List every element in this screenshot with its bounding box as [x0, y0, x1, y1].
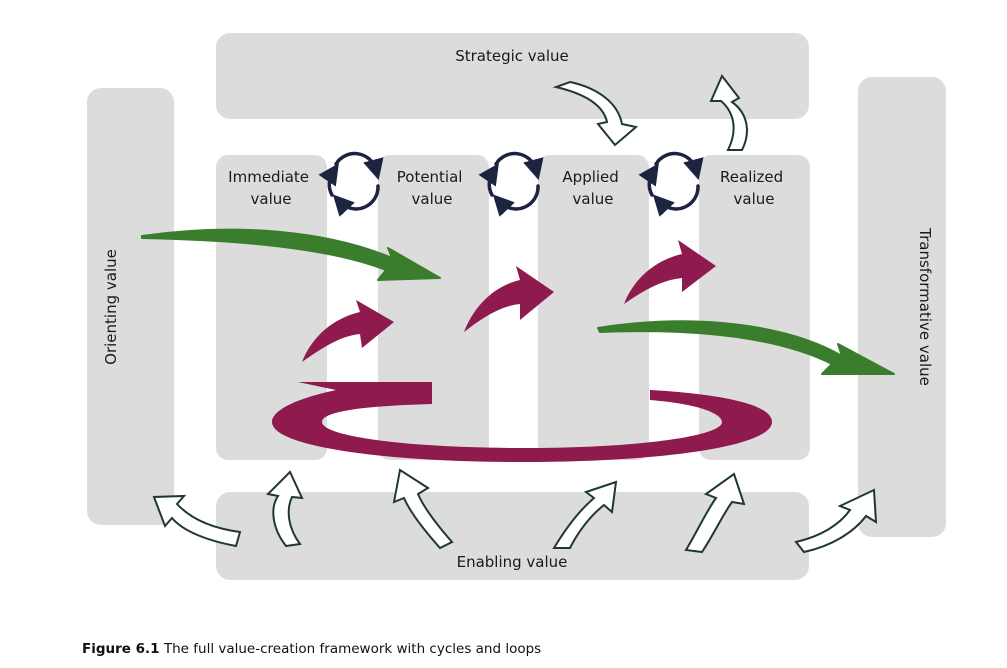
- magenta-arrow-icon: [302, 300, 394, 362]
- figure-label: Figure 6.1: [82, 641, 160, 657]
- outline-arrow-icon: [152, 494, 242, 548]
- transformative-label: Transformative value: [916, 227, 934, 386]
- outline-arrow-icon: [552, 80, 639, 147]
- column-label-potential: Potential value: [397, 168, 468, 208]
- column-label-realized: Realized value: [720, 168, 788, 208]
- orienting-panel: [87, 88, 174, 525]
- cycle-icon: [638, 151, 704, 217]
- strategic-panel: [216, 33, 809, 119]
- figure-caption: Figure 6.1 The full value-creation frame…: [82, 641, 541, 657]
- magenta-arrow-icon: [624, 240, 716, 304]
- outline-arrow-icon: [794, 488, 878, 554]
- green-arrow-icon: [597, 320, 895, 375]
- figure-caption-text: The full value-creation framework with c…: [163, 641, 542, 657]
- column-panel-applied: [538, 155, 649, 460]
- outline-arrow-icon: [709, 74, 748, 151]
- magenta-loop-icon: [272, 382, 772, 462]
- cycle-icon: [318, 151, 384, 217]
- outline-arrow-icon: [684, 472, 746, 554]
- value-creation-diagram: Strategic value Enabling value Orienting…: [87, 33, 946, 580]
- outline-arrow-icon: [392, 468, 454, 550]
- cycle-icon: [478, 151, 544, 217]
- enabling-label: Enabling value: [457, 553, 568, 571]
- column-label-applied: Applied value: [562, 168, 623, 208]
- strategic-label: Strategic value: [455, 47, 569, 65]
- column-panel-realized: [699, 155, 810, 460]
- green-arrow-icon: [141, 228, 441, 281]
- magenta-arrow-icon: [464, 266, 554, 332]
- transformative-panel: [858, 77, 946, 537]
- orienting-label: Orienting value: [102, 249, 120, 365]
- outline-arrow-icon: [552, 480, 618, 549]
- outline-arrow-icon: [265, 470, 304, 548]
- panels: [87, 33, 946, 580]
- column-label-immediate: Immediate value: [228, 168, 314, 208]
- enabling-panel: [216, 492, 809, 580]
